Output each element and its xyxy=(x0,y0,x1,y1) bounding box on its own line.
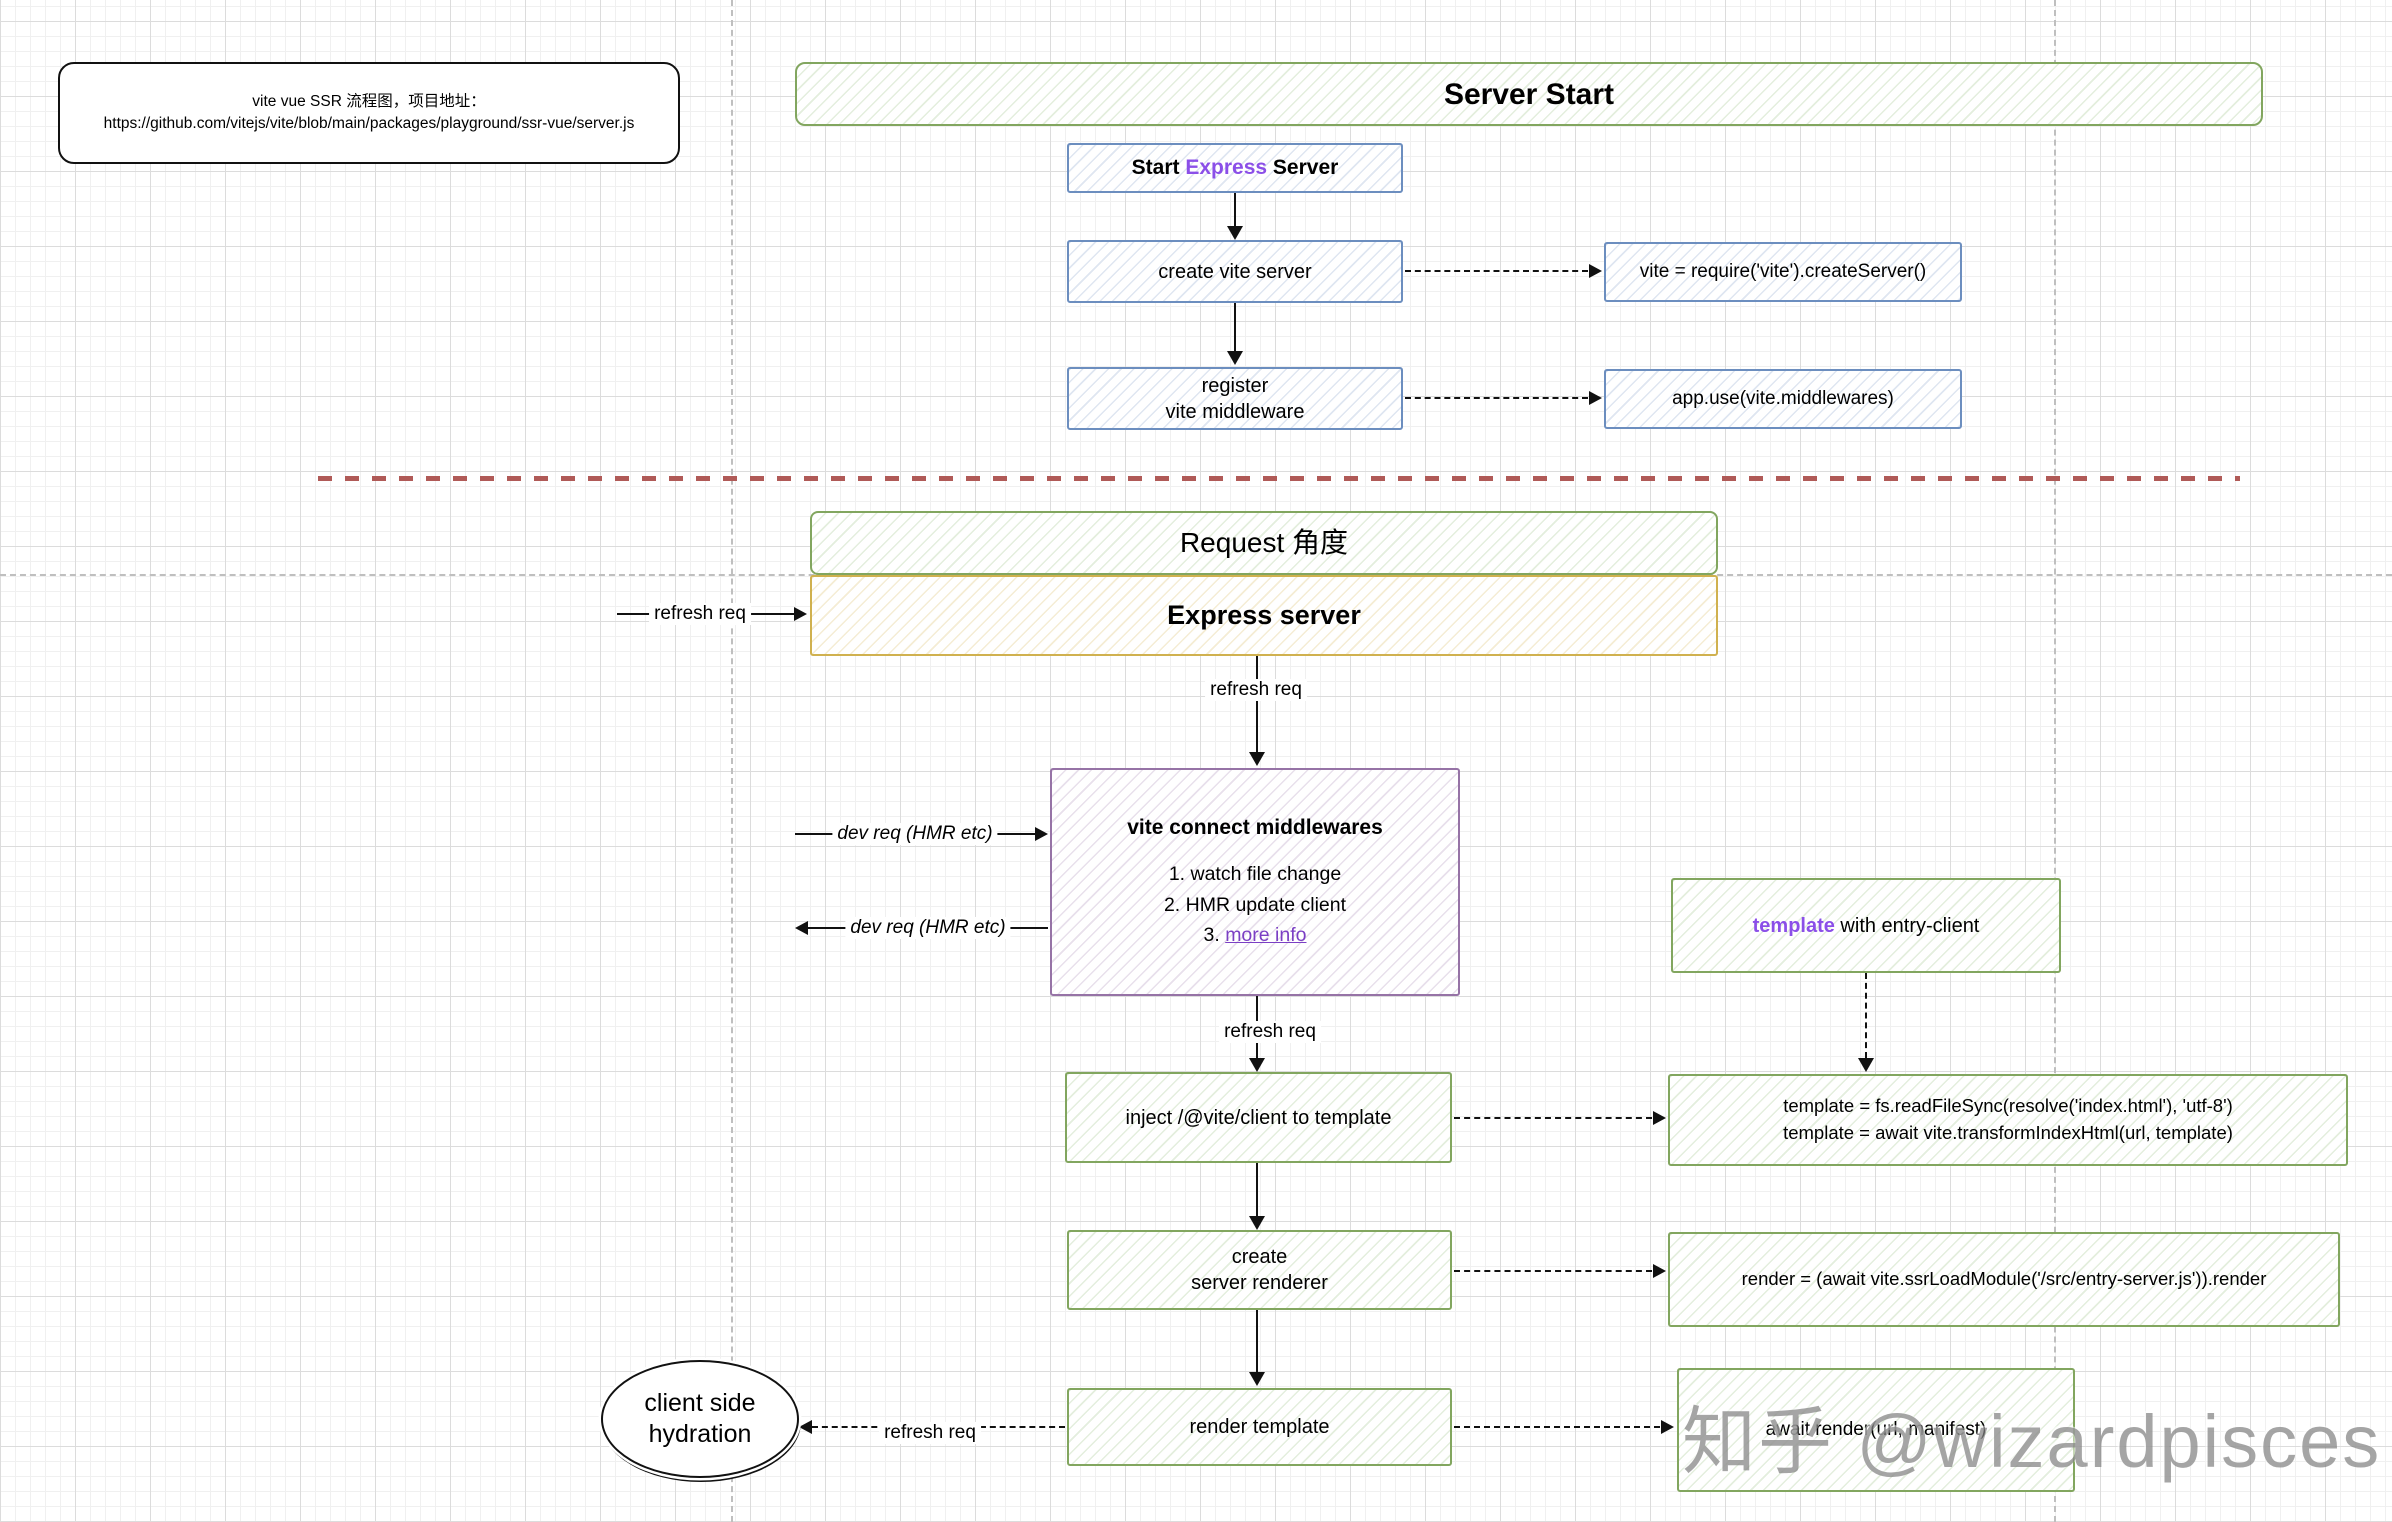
inject-vite-client-box: inject /@vite/client to template xyxy=(1065,1072,1452,1163)
await-render-code-box: await render(url, manifest) xyxy=(1677,1368,2075,1492)
arrowhead-middlewares-to-inject xyxy=(1249,1058,1265,1072)
create-vite-server-label: create vite server xyxy=(1158,260,1312,283)
start-express-box: Start Express Server xyxy=(1067,143,1403,193)
client-hydration-ellipse: client side hydration xyxy=(601,1360,799,1478)
start-express-post: Server xyxy=(1267,156,1339,180)
app-use-code: app.use(vite.middlewares) xyxy=(1672,387,1894,409)
arrowhead-create-vite xyxy=(1589,264,1602,278)
arrowhead-renderer-to-rendertemplate xyxy=(1249,1372,1265,1386)
section-separator-line xyxy=(318,476,2240,481)
create-vite-server-box: create vite server xyxy=(1067,240,1403,303)
app-use-code-box: app.use(vite.middlewares) xyxy=(1604,369,1962,429)
label-refresh-req-2: refresh req xyxy=(1205,679,1307,701)
arrowhead-renderer-to-code xyxy=(1653,1264,1666,1278)
dashed-arrow-renderer-to-code xyxy=(1454,1270,1652,1272)
arrowhead-express-to-middlewares xyxy=(1249,752,1265,766)
hydration-line1: client side xyxy=(644,1388,756,1417)
note-box: vite vue SSR 流程图，项目地址： https://github.co… xyxy=(58,62,680,164)
middlewares-item-3: 3. more info xyxy=(1164,920,1346,950)
arrow-inject-to-renderer xyxy=(1256,1163,1258,1216)
middlewares-item-1: 1. watch file change xyxy=(1168,863,1342,886)
arrowhead-inject-to-fs xyxy=(1653,1111,1666,1125)
arrow-renderer-to-rendertemplate xyxy=(1256,1310,1258,1372)
label-dev-req-2: dev req (HMR etc) xyxy=(845,917,1011,939)
arrowhead-inject-to-renderer xyxy=(1249,1216,1265,1230)
note-title: vite vue SSR 流程图，项目地址： xyxy=(252,92,486,110)
fs-code-line2: template = await vite.transformIndexHtml… xyxy=(1783,1122,2233,1143)
create-renderer-line1: create xyxy=(1231,1246,1288,1268)
create-renderer-line2: server renderer xyxy=(1191,1272,1328,1294)
arrowhead-devreq-in xyxy=(1035,827,1048,841)
start-express-em: Express xyxy=(1185,156,1268,180)
watermark: 知乎 @wizardpisces xyxy=(1682,1400,2382,1483)
await-render-code: await render(url, manifest) xyxy=(1765,1418,1987,1440)
arrowhead-refresh-into-express xyxy=(794,607,807,621)
register-line2: vite middleware xyxy=(1165,400,1305,423)
label-refresh-req-1: refresh req xyxy=(649,603,751,625)
arrowhead-devreq-out xyxy=(795,921,808,935)
page-divider-vertical-left xyxy=(731,0,733,1522)
arrowhead-to-await xyxy=(1661,1420,1674,1434)
template-entry-client-box: template with entry-client xyxy=(1671,878,2061,973)
ssr-load-module-code: render = (await vite.ssrLoadModule('/src… xyxy=(1741,1268,2267,1290)
dashed-arrow-inject-to-fs xyxy=(1454,1117,1652,1119)
arrowhead-template-to-fs xyxy=(1858,1058,1874,1072)
note-url: https://github.com/vitejs/vite/blob/main… xyxy=(103,115,635,132)
arrow-start-to-create xyxy=(1234,193,1236,226)
vite-middlewares-box: vite connect middlewares 1. watch file c… xyxy=(1050,768,1460,996)
dashed-arrow-template-to-fs xyxy=(1865,973,1867,1058)
create-server-renderer-box: create server renderer xyxy=(1067,1230,1452,1310)
start-express-pre: Start xyxy=(1131,156,1186,180)
dashed-arrow-create-vite xyxy=(1405,270,1588,272)
label-refresh-req-4: refresh req xyxy=(879,1422,981,1444)
register-line1: register xyxy=(1201,374,1269,397)
arrowhead-create-to-register xyxy=(1227,351,1243,365)
dashed-arrow-register-appuse xyxy=(1405,397,1588,399)
label-refresh-req-3: refresh req xyxy=(1219,1021,1321,1043)
middlewares-item-3-number: 3. xyxy=(1203,923,1226,946)
label-dev-req-1: dev req (HMR etc) xyxy=(832,823,998,845)
server-start-title: Server Start xyxy=(1443,77,1615,111)
template-post: with entry-client xyxy=(1834,914,1980,937)
request-header-title: Request 角度 xyxy=(1179,526,1349,558)
server-start-header: Server Start xyxy=(795,62,2263,126)
request-header: Request 角度 xyxy=(810,511,1718,575)
arrow-express-to-middlewares xyxy=(1256,656,1258,752)
dashed-arrow-to-await xyxy=(1454,1426,1660,1428)
render-template-box: render template xyxy=(1067,1388,1452,1466)
arrowhead-to-hydration xyxy=(799,1420,812,1434)
fs-code-line1: template = fs.readFileSync(resolve('inde… xyxy=(1783,1095,2233,1117)
arrow-create-to-register xyxy=(1234,303,1236,351)
arrowhead-start-to-create xyxy=(1227,226,1243,240)
more-info-link[interactable]: more info xyxy=(1225,923,1307,946)
fs-readfile-code-box: template = fs.readFileSync(resolve('inde… xyxy=(1668,1074,2348,1166)
render-template-label: render template xyxy=(1189,1416,1330,1438)
vite-createserver-code: vite = require('vite').createServer() xyxy=(1639,260,1927,282)
arrowhead-register-appuse xyxy=(1589,391,1602,405)
page-divider-vertical-right xyxy=(2054,0,2056,1522)
middlewares-item-2: 2. HMR update client xyxy=(1163,893,1347,916)
ssr-load-module-code-box: render = (await vite.ssrLoadModule('/src… xyxy=(1668,1232,2340,1327)
vite-createserver-code-box: vite = require('vite').createServer() xyxy=(1604,242,1962,302)
middlewares-title: vite connect middlewares xyxy=(1127,816,1383,840)
template-em: template xyxy=(1752,914,1835,937)
inject-label: inject /@vite/client to template xyxy=(1125,1106,1392,1129)
express-server-box: Express server xyxy=(810,575,1718,656)
express-server-label: Express server xyxy=(1167,599,1361,630)
hydration-line2: hydration xyxy=(648,1420,752,1448)
register-middleware-box: register vite middleware xyxy=(1067,367,1403,430)
